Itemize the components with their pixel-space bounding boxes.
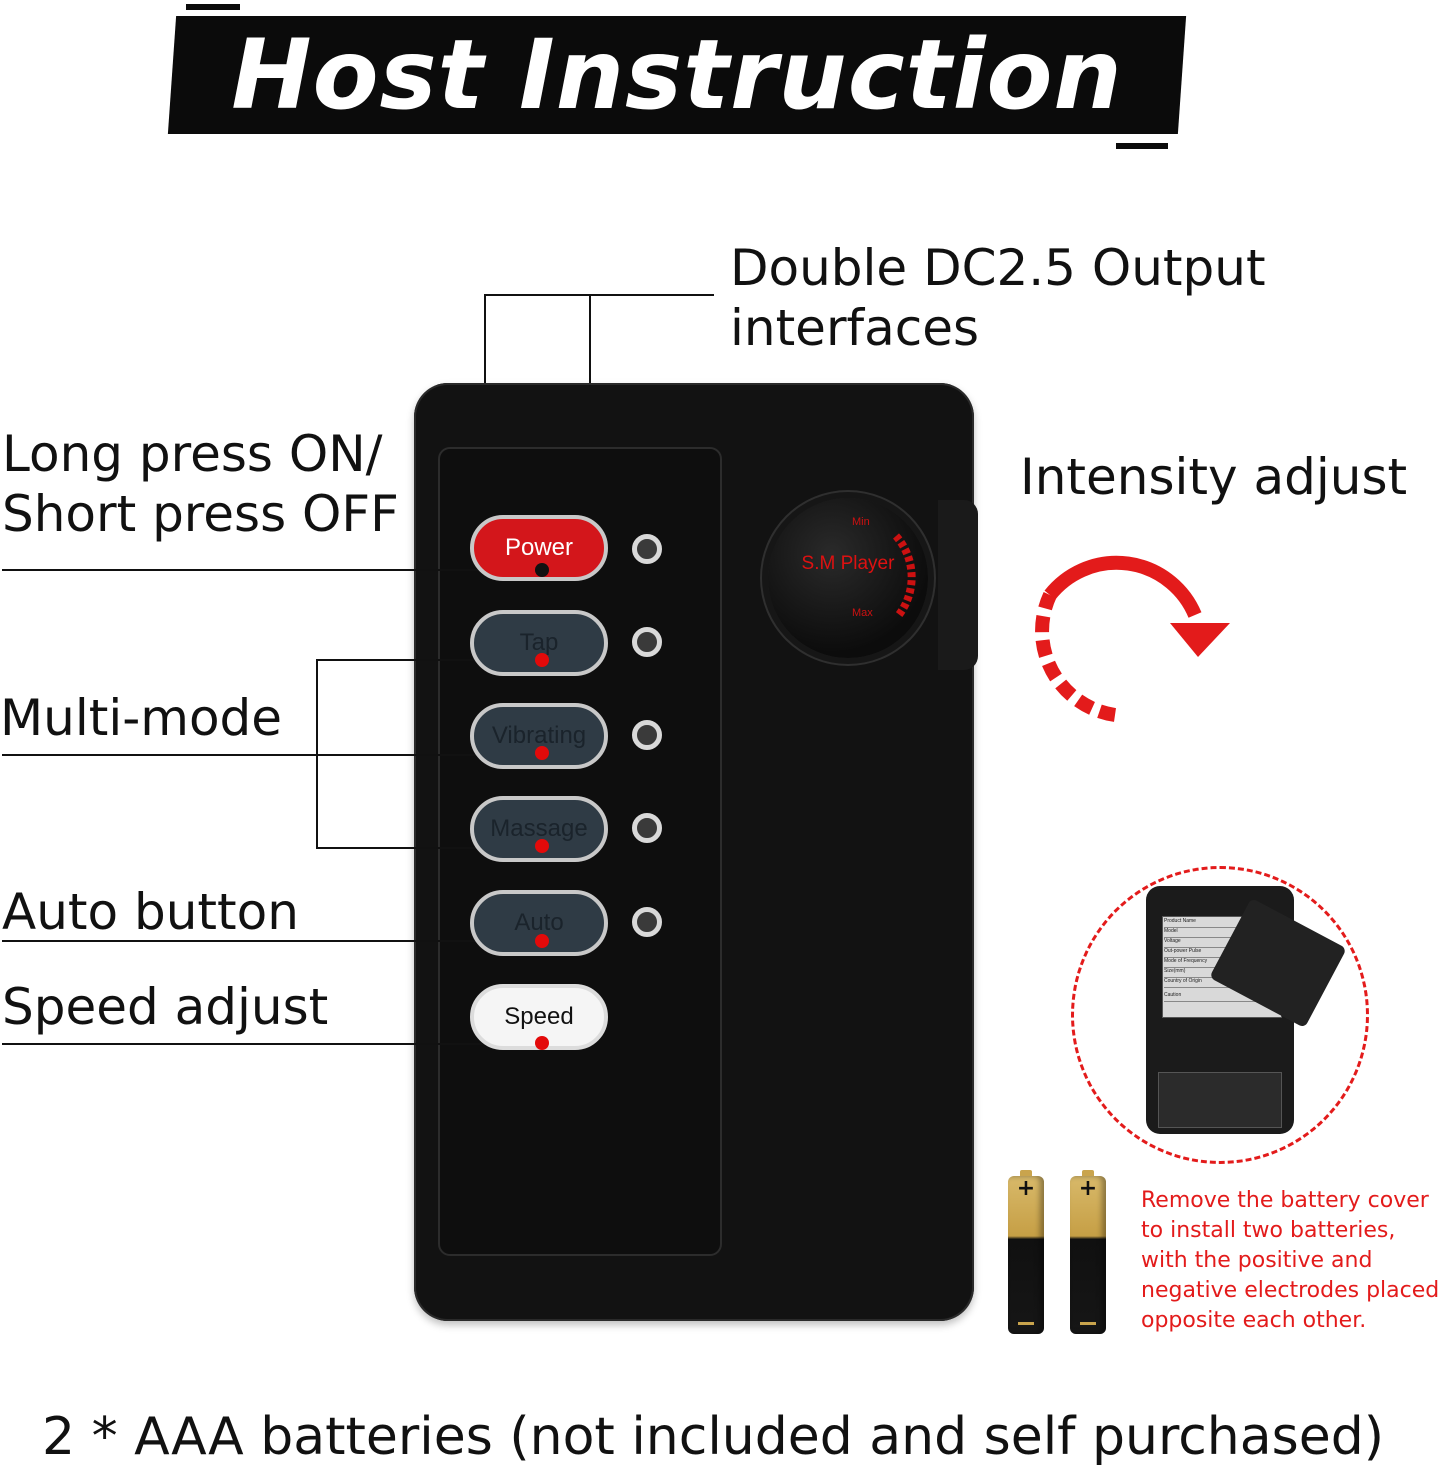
power-pointer-line xyxy=(2,569,542,571)
massage-led xyxy=(632,813,662,843)
tap-button[interactable]: Tap xyxy=(470,610,608,676)
battery-bay xyxy=(1158,1072,1282,1128)
battery-cap xyxy=(1020,1170,1032,1178)
tap-pointer-dot xyxy=(535,653,549,667)
footer-note: 2 * AAA batteries (not included and self… xyxy=(42,1407,1384,1467)
back-row: Voltage xyxy=(1164,938,1278,948)
battery-plus-icon: + xyxy=(1016,1176,1036,1201)
rotate-arrow-icon xyxy=(1035,555,1230,722)
knob-scale-icon xyxy=(892,533,916,619)
title-stripe-top xyxy=(186,4,240,10)
vibrating-pointer-dot xyxy=(535,746,549,760)
power-label-line2: Short press OFF xyxy=(2,485,399,543)
battery-plus-icon: + xyxy=(1078,1176,1098,1201)
multi-mode-bracket-bottom xyxy=(316,847,542,849)
multi-mode-bracket xyxy=(316,659,318,849)
intensity-label: Intensity adjust xyxy=(1020,448,1408,506)
massage-button[interactable]: Massage xyxy=(470,796,608,862)
auto-pointer-line xyxy=(2,940,542,942)
page-title: Host Instruction xyxy=(231,19,1123,131)
back-row: Product Name xyxy=(1164,918,1278,928)
battery-note-line: to install two batteries, xyxy=(1141,1218,1396,1243)
output-bracket-top xyxy=(484,294,714,296)
multi-mode-bracket-top xyxy=(316,659,542,661)
battery-minus-icon xyxy=(1018,1322,1034,1325)
output-bracket-right xyxy=(589,294,591,384)
knob-min-label: Min xyxy=(852,516,870,528)
output-label-line2: interfaces xyxy=(730,299,980,357)
back-row: Model xyxy=(1164,928,1278,938)
intensity-knob[interactable] xyxy=(768,498,928,658)
battery-note-line: opposite each other. xyxy=(1141,1308,1367,1333)
aaa-battery-1 xyxy=(1008,1176,1044,1334)
battery-note-line: Remove the battery cover xyxy=(1141,1188,1429,1213)
speed-pointer-line xyxy=(2,1043,542,1045)
battery-cap xyxy=(1082,1170,1094,1178)
battery-note-line: with the positive and xyxy=(1141,1248,1373,1273)
output-bracket-left xyxy=(484,294,486,384)
tap-led xyxy=(632,627,662,657)
power-led xyxy=(632,534,662,564)
auto-pointer-dot xyxy=(535,934,549,948)
speed-pointer-dot xyxy=(535,1036,549,1050)
title-stripe-bottom xyxy=(1116,143,1168,149)
knob-max-label: Max xyxy=(852,607,873,619)
back-row: Caution xyxy=(1164,992,1278,1002)
back-row: Country of Origin xyxy=(1164,978,1278,988)
device-side-wheel xyxy=(938,500,978,670)
battery-note-line: negative electrodes placed xyxy=(1141,1278,1440,1303)
multi-mode-pointer-line xyxy=(2,754,542,756)
output-label-line1: Double DC2.5 Output xyxy=(730,239,1266,297)
auto-led xyxy=(632,907,662,937)
battery-diagram-circle xyxy=(1071,866,1369,1164)
battery-minus-icon xyxy=(1080,1322,1096,1325)
power-pointer-dot xyxy=(535,563,549,577)
multi-mode-label: Multi-mode xyxy=(0,689,283,747)
knob-brand-label: S.M Player xyxy=(801,553,895,574)
vibrating-led xyxy=(632,720,662,750)
battery-note: Remove the battery cover to install two … xyxy=(1141,1186,1441,1336)
auto-label: Auto button xyxy=(2,883,299,941)
speed-label: Speed adjust xyxy=(2,978,329,1036)
massage-pointer-dot xyxy=(535,839,549,853)
aaa-battery-2 xyxy=(1070,1176,1106,1334)
power-label-line1: Long press ON/ xyxy=(2,425,383,483)
